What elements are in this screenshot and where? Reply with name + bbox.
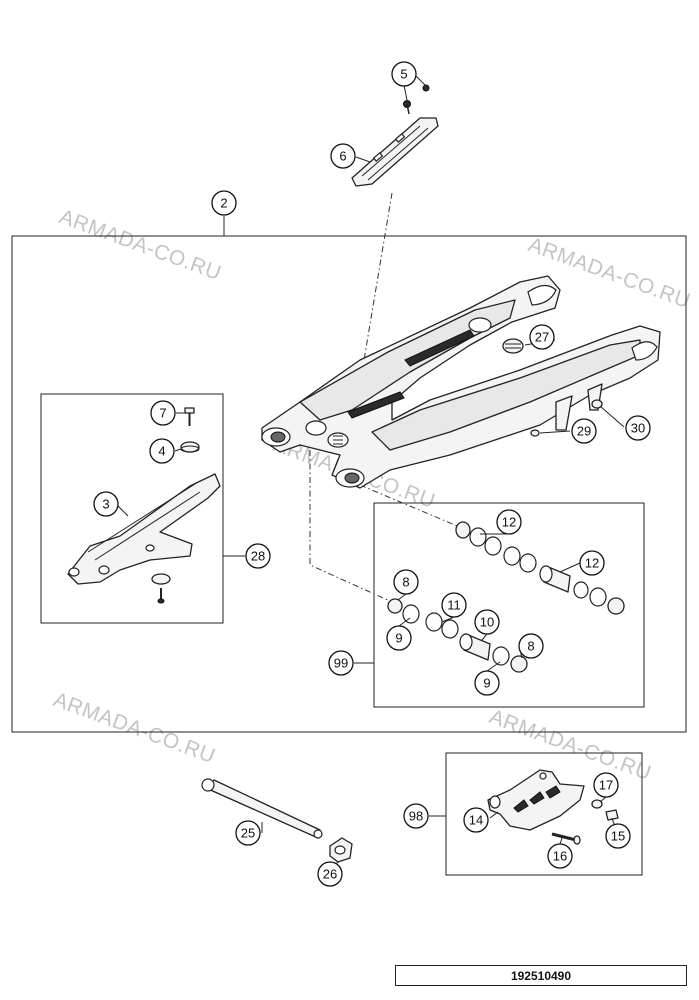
callout-6: 6 [330,143,356,169]
callout-30: 30 [625,415,651,441]
callout-10: 10 [474,609,500,635]
alignment-line-slider [361,192,393,373]
slider-screw-lower [157,588,165,604]
bolt-part-30 [591,399,603,409]
callout-12-lower: 12 [579,550,605,576]
callout-17: 17 [593,772,619,798]
axle-nut [329,837,353,863]
callout-28: 28 [245,543,271,569]
svg-text:99: 99 [334,656,348,671]
callout-8-lower: 8 [518,633,544,659]
alignment-line-right-pivot [359,484,463,529]
callout-15: 15 [605,823,631,849]
chain-slider-frame [40,393,224,624]
callout-9-upper: 9 [386,625,412,651]
swingarm [261,275,661,489]
svg-text:2: 2 [220,196,227,211]
bearing-kit-parts [387,521,625,673]
svg-text:17: 17 [599,778,613,793]
svg-text:12: 12 [502,515,516,530]
svg-text:8: 8 [402,575,409,590]
svg-text:9: 9 [395,631,402,646]
callout-14: 14 [463,807,489,833]
callout-25: 25 [235,820,261,846]
slider-washer-4 [180,441,200,453]
svg-text:16: 16 [553,849,567,864]
callout-3: 3 [93,491,119,517]
svg-text:3: 3 [102,497,109,512]
callout-2: 2 [211,190,237,216]
callout-29: 29 [571,418,597,444]
screw-part-29 [530,429,540,437]
callout-11: 11 [441,592,467,618]
svg-text:26: 26 [323,867,337,882]
callout-12-upper: 12 [496,509,522,535]
callout-9-lower: 9 [474,670,500,696]
svg-text:10: 10 [480,615,494,630]
svg-text:9: 9 [483,676,490,691]
guide-screw-15 [605,809,619,821]
svg-text:4: 4 [158,444,165,459]
svg-text:15: 15 [611,829,625,844]
svg-text:14: 14 [469,813,483,828]
grommet-part [502,338,524,354]
swingarm-axle [201,778,323,839]
callout-98: 98 [403,803,429,829]
svg-text:11: 11 [447,598,461,613]
lower-chain-slider [67,473,221,585]
svg-text:28: 28 [251,549,265,564]
svg-text:5: 5 [400,67,407,82]
chain-guide [487,769,585,831]
chain-guide-frame [445,752,643,876]
svg-text:29: 29 [577,424,591,439]
svg-text:30: 30 [631,421,645,436]
callout-99: 99 [328,650,354,676]
callout-7: 7 [150,400,176,426]
screw-part-5 [403,84,430,115]
svg-text:7: 7 [159,406,166,421]
guide-washer-17 [591,799,603,809]
drawing-number: 192510490 [395,965,687,986]
callout-27: 27 [529,324,555,350]
upper-chain-slider [351,117,439,187]
svg-text:98: 98 [409,809,423,824]
slider-washer-lower [151,573,171,585]
svg-text:25: 25 [241,826,255,841]
watermark-4: ARMADA-CO.RU [50,688,218,768]
callout-16: 16 [547,843,573,869]
callout-5: 5 [391,61,417,87]
svg-text:6: 6 [339,149,346,164]
main-assembly-frame [11,235,687,733]
guide-screw-16 [551,832,581,845]
svg-text:12: 12 [585,556,599,571]
slider-screw-7 [184,407,195,426]
svg-text:8: 8 [527,639,534,654]
callout-26: 26 [317,861,343,887]
bearing-kit-frame [373,502,645,708]
callout-8-upper: 8 [393,569,419,595]
svg-text:27: 27 [535,330,549,345]
watermark-5: ARMADA-CO.RU [486,705,654,785]
leader-lines [117,75,625,871]
callout-4: 4 [149,438,175,464]
watermark-1: ARMADA-CO.RU [56,205,224,285]
